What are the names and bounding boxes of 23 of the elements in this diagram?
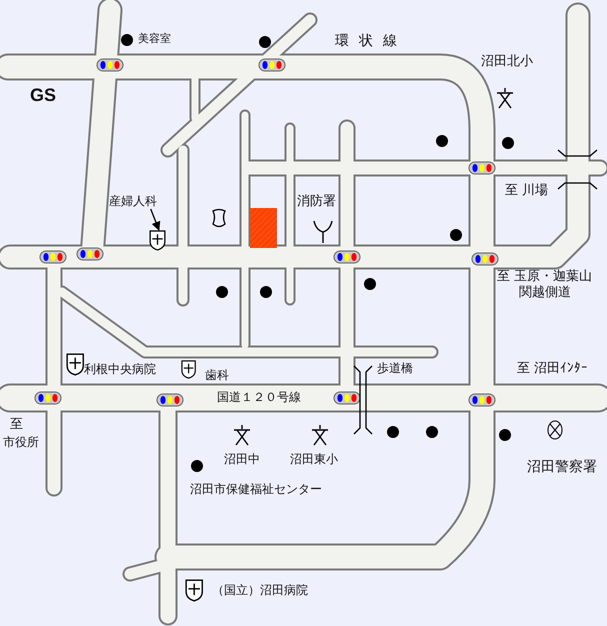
place-label: 歯科 — [205, 368, 229, 382]
direction-label: 至 — [10, 417, 23, 433]
place-label: 美容室 — [138, 32, 171, 46]
police-station-label: 沼田警察署 — [527, 459, 597, 476]
direction-label: 至 玉原・迦葉山 — [497, 269, 592, 285]
road-label: 国道１２０号線 — [217, 390, 301, 404]
direction-label: 市役所 — [3, 435, 39, 450]
hospital-label: （国立）沼田病院 — [212, 583, 308, 598]
direction-label: 至 川場 — [505, 183, 548, 199]
school-label: 沼田北小 — [481, 54, 533, 70]
fire-station-label: 消防署 — [297, 194, 336, 210]
footbridge-label: 歩道橋 — [377, 361, 413, 376]
road-label: 環状線 — [335, 33, 407, 50]
school-label: 沼田東小 — [290, 452, 338, 466]
hospital-icon — [149, 230, 166, 251]
direction-label: 関越側道 — [519, 285, 571, 301]
school-label: 沼田中 — [224, 452, 260, 466]
arrow — [150, 208, 160, 231]
clinic-label: 産婦人科 — [109, 193, 189, 209]
hospital-label: 利根中央病院 — [84, 362, 156, 376]
direction-label: 至 沼田ｲﾝﾀｰ — [517, 361, 588, 377]
gas-station-label: GS — [30, 85, 56, 107]
place-label: 沼田市保健福祉センター — [190, 482, 322, 496]
